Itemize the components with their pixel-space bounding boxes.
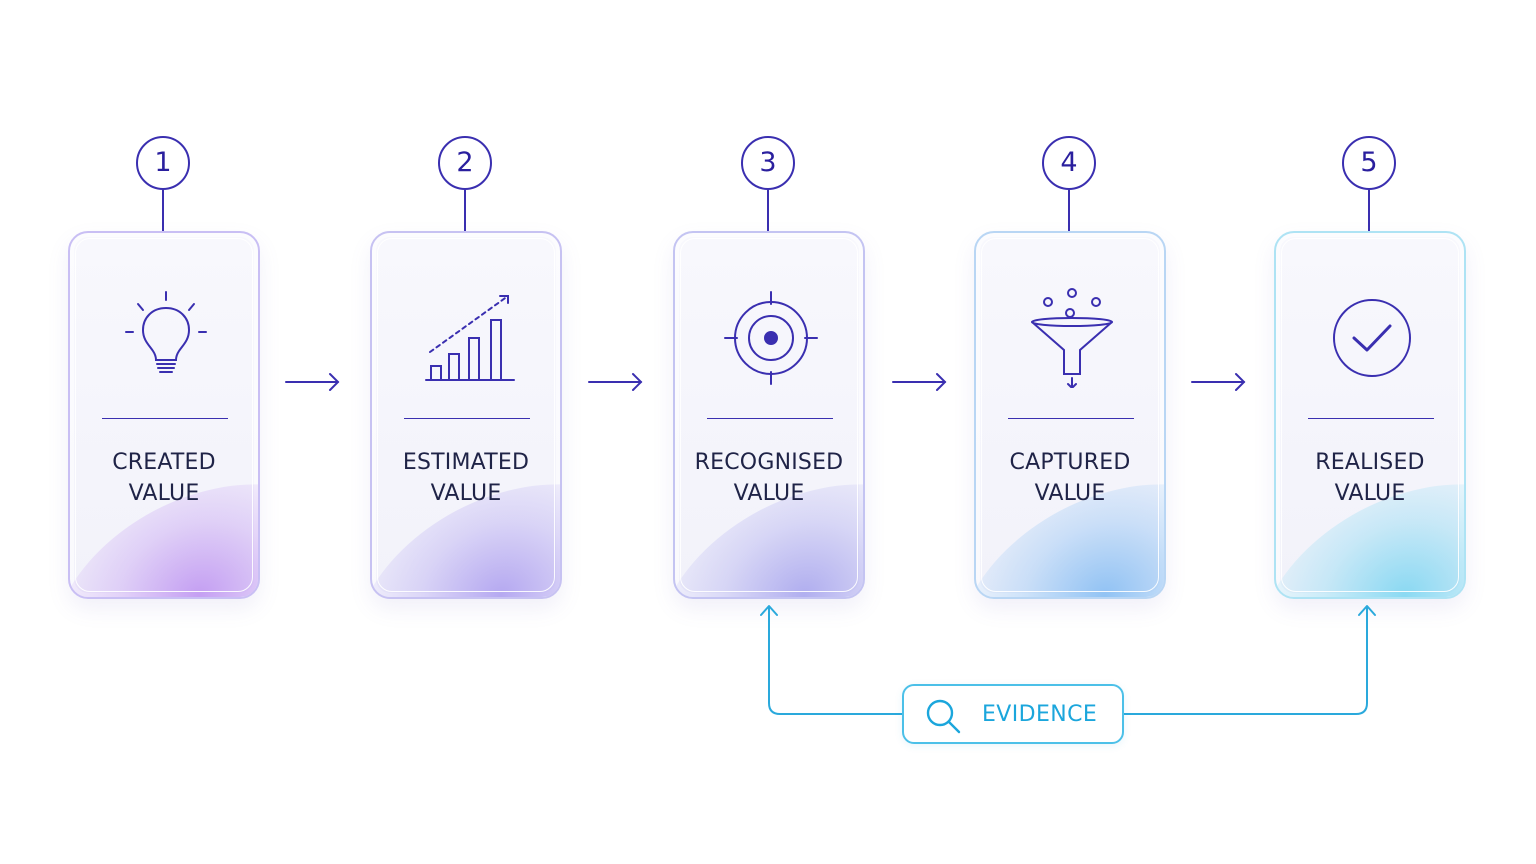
- stage-label-line1: CAPTURED: [1009, 450, 1131, 475]
- badge-connector: [1068, 190, 1070, 232]
- stage-created: 1 CREATED VALUE: [64, 0, 264, 640]
- stage-label: CREATED VALUE: [70, 447, 258, 509]
- stage-label-line1: ESTIMATED: [402, 450, 530, 475]
- flow-arrow-2-3: [588, 373, 643, 391]
- target-icon: [724, 291, 818, 385]
- stage-captured: 4 CAPTURED VALUE: [970, 0, 1170, 640]
- search-icon: [926, 699, 961, 734]
- stage-card: CREATED VALUE: [68, 231, 260, 599]
- step-number-badge: 2: [438, 136, 492, 190]
- step-number-badge: 1: [136, 136, 190, 190]
- evidence-box: EVIDENCE: [902, 684, 1124, 744]
- flow-arrow-4-5: [1191, 373, 1246, 391]
- check-circle-icon: [1333, 299, 1411, 377]
- stage-label: REALISED VALUE: [1276, 447, 1464, 509]
- badge-connector: [1368, 190, 1370, 232]
- stage-label-line1: REALISED: [1315, 450, 1425, 475]
- stage-label-line2: VALUE: [1034, 481, 1106, 506]
- stage-recognised: 3 RECOGNISED VALUE: [669, 0, 869, 640]
- stage-estimated: 2 ESTIMATED VALUE: [366, 0, 566, 640]
- stage-card: ESTIMATED VALUE: [370, 231, 562, 599]
- badge-connector: [464, 190, 466, 232]
- lightbulb-icon: [125, 291, 207, 373]
- stage-label-line1: CREATED: [112, 450, 216, 475]
- step-number-badge: 4: [1042, 136, 1096, 190]
- card-divider: [707, 418, 833, 419]
- step-number-badge: 5: [1342, 136, 1396, 190]
- stage-realised: 5 REALISED VALUE: [1270, 0, 1470, 640]
- flow-arrow-3-4: [892, 373, 947, 391]
- card-divider: [102, 418, 228, 419]
- flow-arrow-1-2: [285, 373, 340, 391]
- funnel-icon: [1031, 288, 1113, 388]
- stage-label-line2: VALUE: [128, 481, 200, 506]
- step-number-badge: 3: [741, 136, 795, 190]
- stage-label: RECOGNISED VALUE: [675, 447, 863, 509]
- stage-card: REALISED VALUE: [1274, 231, 1466, 599]
- evidence-label: EVIDENCE: [982, 702, 1098, 727]
- stage-card: RECOGNISED VALUE: [673, 231, 865, 599]
- badge-connector: [162, 190, 164, 232]
- stage-label: ESTIMATED VALUE: [372, 447, 560, 509]
- stage-label: CAPTURED VALUE: [976, 447, 1164, 509]
- stage-card: CAPTURED VALUE: [974, 231, 1166, 599]
- stage-label-line2: VALUE: [733, 481, 805, 506]
- card-divider: [1308, 418, 1434, 419]
- card-divider: [404, 418, 530, 419]
- stage-label-line2: VALUE: [1334, 481, 1406, 506]
- stage-label-line2: VALUE: [430, 481, 502, 506]
- badge-connector: [767, 190, 769, 232]
- card-divider: [1008, 418, 1134, 419]
- bar-chart-trend-icon: [425, 295, 515, 381]
- stage-label-line1: RECOGNISED: [694, 450, 844, 475]
